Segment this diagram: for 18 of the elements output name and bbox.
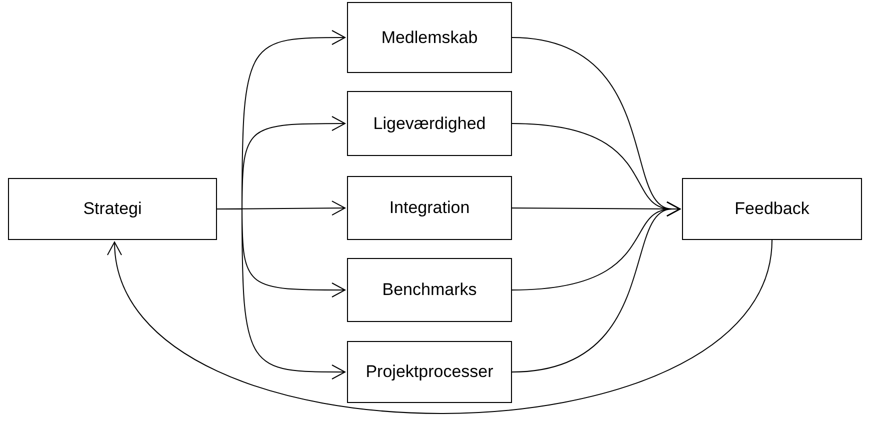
process-box [8, 178, 217, 240]
arrow [110, 240, 772, 414]
arrow [512, 202, 680, 372]
box-label: Projektprocesser [366, 361, 494, 384]
process-box [347, 341, 512, 403]
arrow [216, 208, 346, 380]
box-label: Integration [389, 197, 470, 220]
box-label: Benchmarks [382, 279, 477, 302]
process-box [347, 2, 512, 73]
box-label: Strategi [83, 198, 142, 220]
process-box [347, 258, 512, 322]
arrow [512, 201, 680, 216]
box-label: Feedback [734, 198, 810, 220]
process-box [347, 176, 512, 240]
process-box [682, 178, 862, 240]
box-label: Medlemskab [381, 26, 478, 49]
process-box [347, 91, 512, 156]
box-label: Ligeværdighed [373, 112, 486, 135]
